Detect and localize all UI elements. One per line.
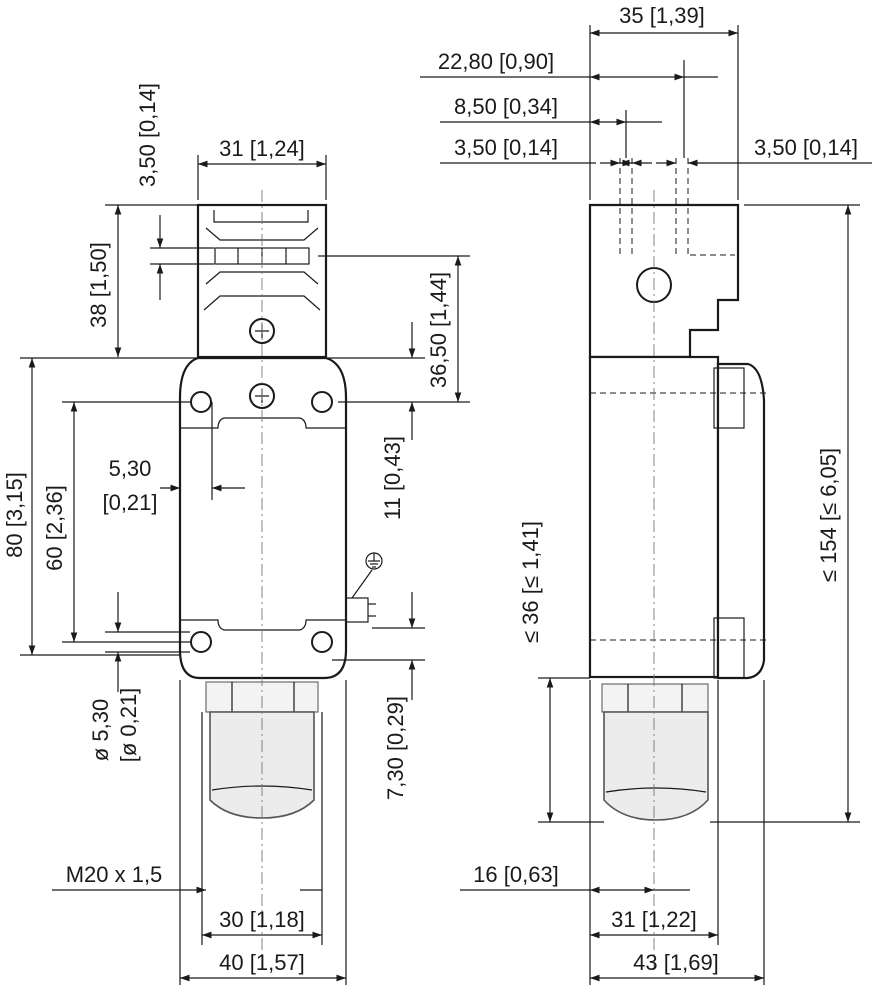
dim-3-50-right: 3,50 [0,14] [754,135,858,160]
mounting-hole-bottom-left [190,631,212,653]
dim-5-30-bottom: [0,21] [102,490,157,515]
dim-30: 30 [1,18] [219,907,305,932]
dim-5-30-top: 5,30 [109,456,152,481]
side-dimensions: 35 [1,39] 22,80 [0,90] 8,50 [0,34] 3,50 … [420,3,872,985]
dim-40: 40 [1,57] [219,950,305,975]
dim-31-side: 31 [1,22] [611,907,697,932]
front-dimensions: 31 [1,24] 3,50 [0,14] 38 [1,50] 36,50 [1… [2,83,470,985]
side-view [588,158,770,970]
dim-7-30: 7,30 [0,29] [383,696,408,800]
dim-43: 43 [1,69] [633,950,719,975]
dim-3-50-left: 3,50 [0,14] [454,135,558,160]
dim-16: 16 [0,63] [473,862,559,887]
ground-icon [365,552,383,570]
dim-36-side: ≤ 36 [≤ 1,41] [518,521,543,643]
front-housing [178,356,348,680]
dim-31-top: 31 [1,24] [219,136,305,161]
dim-11: 11 [0,43] [380,436,405,520]
dim-154: ≤ 154 [≤ 6,05] [816,448,841,582]
dim-35: 35 [1,39] [619,3,705,28]
mounting-hole-top-left [190,391,212,413]
dim-38: 38 [1,50] [86,242,111,328]
dim-22-80: 22,80 [0,90] [438,49,554,74]
front-view [178,190,383,970]
dim-36-50: 36,50 [1,44] [426,272,451,388]
dim-3-50-vertical: 3,50 [0,14] [135,83,160,187]
dim-8-50: 8,50 [0,34] [454,94,558,119]
dim-diameter-bottom: [ø 0,21] [116,688,141,763]
side-cable-gland-nut [601,683,709,713]
mounting-hole-top-right [311,391,333,413]
dim-m20: M20 x 1,5 [66,862,163,887]
side-cover [716,362,766,680]
side-cable-gland-body [603,711,709,821]
dim-80: 80 [3,15] [2,472,27,558]
dim-60: 60 [2,36] [42,485,67,571]
mounting-hole-bottom-right [311,631,333,653]
dim-diameter-top: ø 5,30 [88,699,113,761]
